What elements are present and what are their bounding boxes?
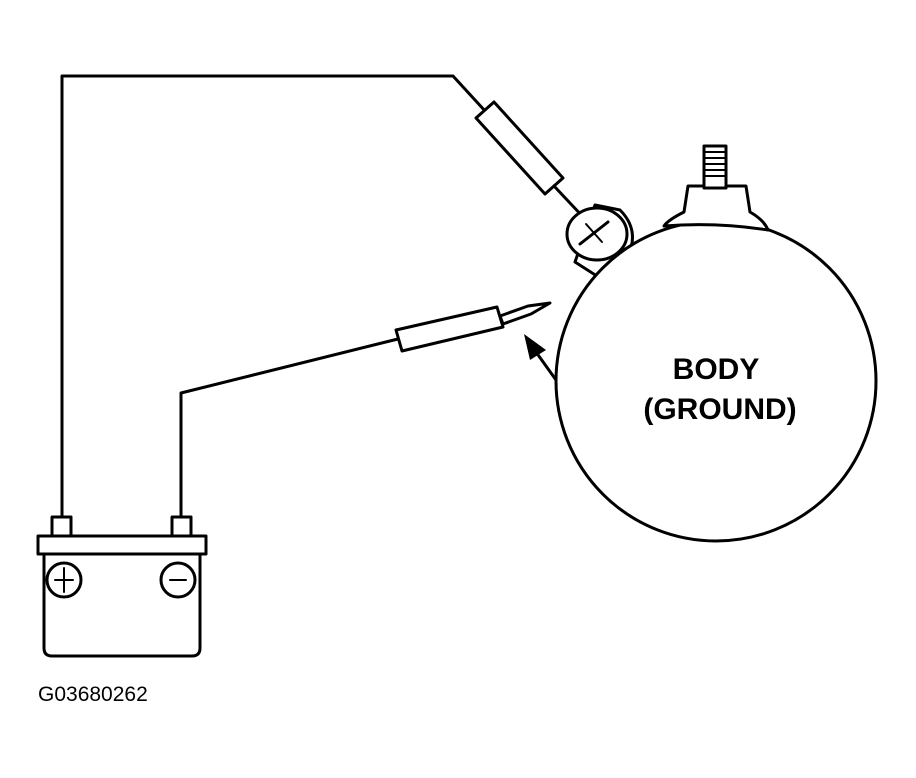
ground-label: (GROUND): [643, 393, 796, 426]
negative-test-lead-wire: [179, 337, 400, 522]
minus-icon: [159, 561, 197, 599]
contact-point-arrow: [524, 334, 558, 382]
body-label: BODY: [673, 353, 760, 386]
battery-lid: [36, 534, 208, 556]
positive-test-lead-wire: [60, 74, 488, 522]
battery: [36, 515, 208, 658]
body-top-stud: [662, 144, 770, 232]
lower-test-probe: [394, 301, 552, 353]
plus-icon: [45, 561, 83, 599]
figure-id: G03680262: [38, 683, 148, 706]
upper-test-probe: [474, 100, 587, 221]
